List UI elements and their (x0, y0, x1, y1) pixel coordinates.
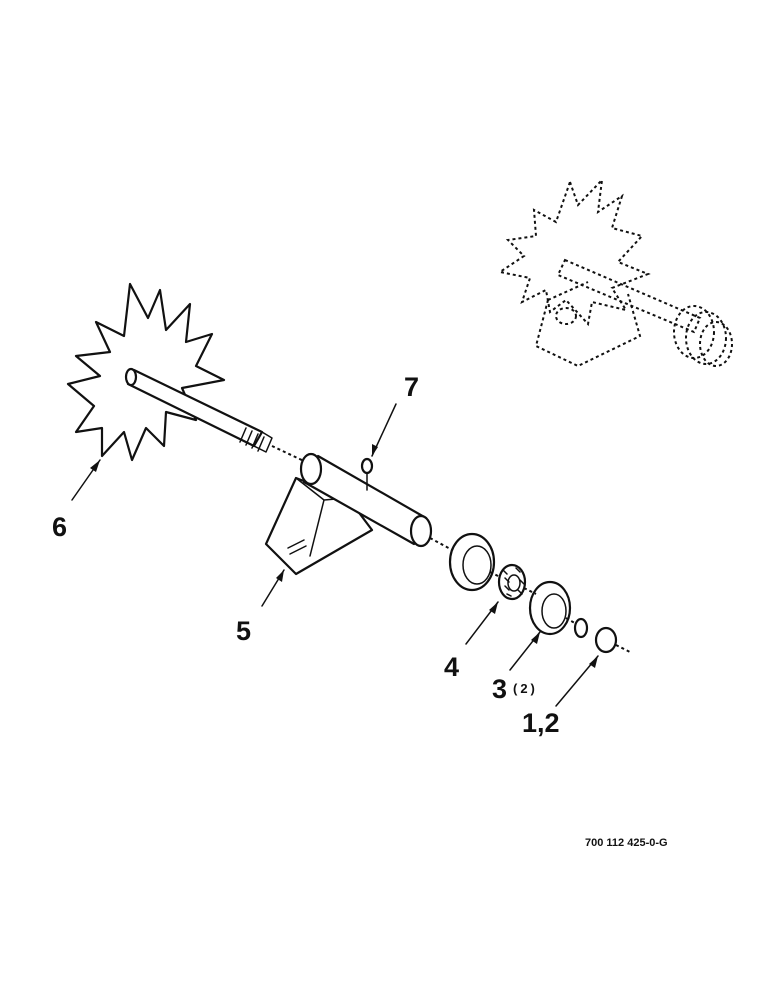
callout-4: 4 (444, 652, 459, 682)
arrow-1-2 (589, 656, 598, 668)
assembly-line-4-3 (523, 587, 537, 595)
shaft-end (124, 367, 138, 387)
assembled-view-inset (497, 177, 733, 368)
arrow-3 (531, 632, 540, 644)
inset-bolt (555, 307, 577, 325)
inset-hub (699, 321, 733, 367)
callout-6: 6 (52, 512, 67, 542)
assembly-line-6-5 (271, 445, 307, 463)
washer-lower (528, 580, 572, 636)
part-bearing (497, 563, 537, 601)
leader-lines (71, 403, 599, 707)
figure-number: 700 112 425-0-G (585, 837, 668, 849)
arrow-5 (276, 570, 284, 582)
part-washer (448, 532, 581, 636)
lock-washer (573, 617, 589, 639)
arrow-6 (90, 460, 100, 472)
part-nut (573, 617, 631, 654)
assembly-line-nut (615, 644, 631, 653)
callout-3-quantity: (2) (513, 681, 538, 696)
arrow-4 (489, 602, 498, 614)
grease-fitting (360, 457, 374, 475)
bearing-knurl (502, 567, 525, 597)
callout-3: 3 (492, 674, 507, 704)
arrow-7 (372, 444, 378, 456)
bracket-slot (287, 539, 307, 555)
washer-lower-inner (541, 593, 567, 629)
inset-bracket (534, 281, 642, 368)
callout-1-2: 1,2 (522, 708, 560, 738)
part-grease-fitting (360, 457, 374, 491)
nut (594, 626, 618, 654)
washer-upper (448, 532, 496, 592)
washer-upper-inner (462, 545, 492, 585)
part-star-wheel (66, 282, 307, 463)
bearing-bore (507, 574, 521, 592)
star-wheel (66, 282, 226, 462)
inset-shaft (556, 258, 702, 334)
inset-washer-2 (685, 311, 727, 365)
part-bracket (264, 452, 457, 576)
callout-5: 5 (236, 616, 251, 646)
shaft-thread (239, 427, 273, 453)
inset-star-wheel (497, 177, 651, 327)
tube-end-left (299, 452, 323, 486)
tube-end-right (409, 514, 433, 548)
callout-7: 7 (404, 372, 419, 402)
